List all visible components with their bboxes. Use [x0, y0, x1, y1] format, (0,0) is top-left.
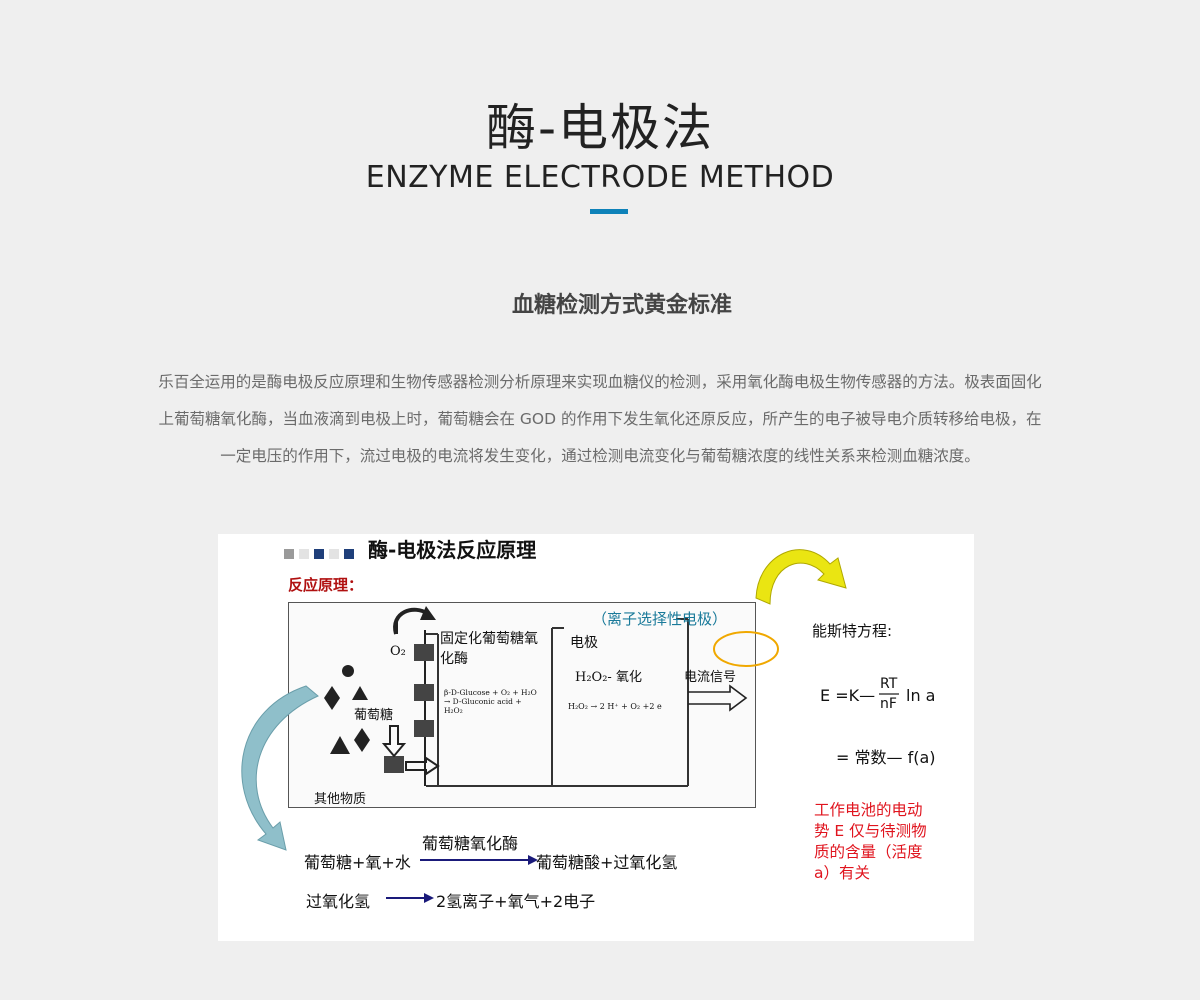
o2-label: O₂ [390, 644, 406, 659]
ion-selective-label: （离子选择性电极） [592, 610, 728, 628]
eq2-arrowhead-icon [424, 893, 434, 903]
molecule-circle-icon [342, 665, 354, 677]
intro-paragraph: 乐百全运用的是酶电极反应原理和生物传感器检测分析原理来实现血糖仪的检测，采用氧化… [82, 364, 1118, 475]
diagram-graphics [241, 549, 899, 903]
molecule-triangle-icon [330, 736, 350, 754]
eq2-left: 过氧化氢 [306, 892, 371, 911]
intro-line-3: 一定电压的作用下，流过电极的电流将发生变化，通过检测电流变化与葡萄糖浓度的线性关… [220, 447, 980, 465]
molecule-diamond-icon [324, 686, 340, 710]
current-arrow-icon [688, 684, 748, 712]
enzyme-block [414, 684, 434, 701]
reaction-figure: 酶-电极法反应原理 反应原理： （离子选择性电极 [218, 534, 974, 941]
diagram-box [288, 602, 756, 808]
eq1-left: 葡萄糖+氧+水 [304, 853, 411, 872]
page-title: 酶-电极法 [485, 99, 715, 157]
red-note-line-4: a）有关 [814, 864, 870, 882]
nernst-second-line: = 常数— f(a) [836, 748, 936, 767]
current-signal-label: 电流信号 [684, 670, 737, 685]
loop-arrowhead-icon [420, 606, 436, 620]
red-note-line-3: 质的含量（活度 [814, 843, 923, 861]
eq1-catalyst: 葡萄糖氧化酶 [422, 834, 519, 853]
enzyme-block [384, 756, 404, 773]
intro-line-2: 上葡萄糖氧化酶，当血液滴到电极上时，葡萄糖会在 GOD 的作用下发生氧化还原反应… [158, 410, 1042, 428]
glucose-down-arrow-icon [381, 725, 407, 758]
electrode-label: 电极 [570, 635, 598, 651]
nernst-denominator: nF [880, 696, 897, 712]
reaction-line-2: → D-Gluconic acid + [444, 697, 522, 706]
reaction-box-text: β-D-Glucose + O₂ + H₂O → D-Gluconic acid… [444, 688, 537, 715]
eq2-right: 2氢离子+氧气+2电子 [436, 892, 596, 911]
nernst-lhs: E =K— [820, 686, 876, 705]
enzyme-block [414, 720, 434, 737]
title-underline [590, 209, 628, 214]
eq1-arrowhead-icon [528, 855, 538, 865]
other-substances-label: 其他物质 [314, 792, 367, 807]
nernst-title: 能斯特方程: [812, 622, 893, 640]
section-heading: 血糖检测方式黄金标准 [511, 293, 732, 318]
intro-line-1: 乐百全运用的是酶电极反应原理和生物传感器检测分析原理来实现血糖仪的检测，采用氧化… [158, 373, 1042, 391]
immobilized-enzyme-label-line1: 固定化葡萄糖氧 [440, 631, 538, 647]
nernst-numerator: RT [880, 676, 898, 692]
reaction-line-3: H₂O₂ [444, 706, 463, 715]
nernst-tail: ln a [906, 686, 936, 705]
immobilized-enzyme-label-line2: 化酶 [440, 651, 468, 667]
teal-curved-arrow-icon [241, 685, 319, 851]
figure-title: 酶-电极法反应原理 [368, 538, 537, 562]
page-subtitle: ENZYME ELECTRODE METHOD [365, 160, 835, 195]
red-note-line-2: 势 E 仅与待测物 [814, 822, 927, 840]
decorative-squares [284, 544, 359, 563]
highlight-ellipse [713, 631, 779, 667]
reaction-line-1: β-D-Glucose + O₂ + H₂O [444, 688, 537, 697]
eq1-right: 葡萄糖酸+过氧化氢 [536, 853, 678, 872]
red-note-line-1: 工作电池的电动 [814, 801, 923, 819]
enzyme-block [414, 644, 434, 661]
principle-label: 反应原理： [288, 576, 364, 594]
h2o2-oxidation-label: H₂O₂- 氧化 [575, 670, 642, 685]
red-note: 工作电池的电动 势 E 仅与待测物 质的含量（活度 a）有关 [814, 800, 927, 884]
yellow-curved-arrow-icon [755, 549, 847, 605]
h2o2-reaction-text: H₂O₂ → 2 H⁺ + O₂ +2 e [568, 702, 662, 711]
molecule-diamond-icon [354, 728, 370, 752]
glucose-right-arrow-icon [405, 756, 440, 776]
glucose-label: 葡萄糖 [354, 708, 394, 723]
molecule-triangle-icon [352, 686, 368, 700]
